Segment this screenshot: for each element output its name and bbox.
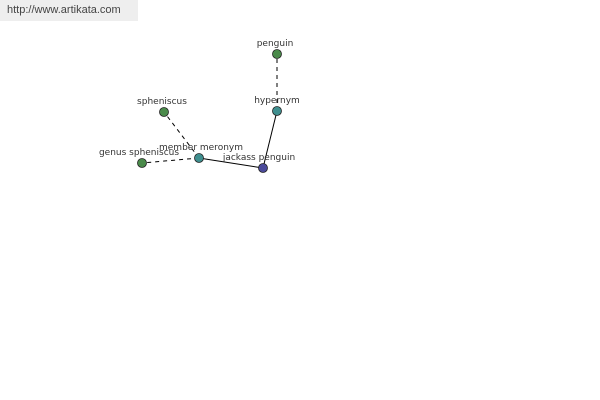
site-url-text: http://www.artikata.com [7,4,121,16]
node-jackass-penguin[interactable] [258,163,268,173]
node-hypernym[interactable] [272,106,282,116]
node-label-spheniscus: spheniscus [137,97,187,107]
node-penguin[interactable] [272,49,282,59]
node-label-genus-spheniscus: genus spheniscus [99,148,179,158]
edge-jackass-penguin-hypernym [262,110,278,169]
edge-jackass-penguin-member-meronym [198,157,264,169]
edge-member-meronym-spheniscus [163,111,200,159]
node-member-meronym[interactable] [194,153,204,163]
edge-member-meronym-genus-spheniscus [141,157,200,164]
node-genus-spheniscus[interactable] [137,158,147,168]
node-label-hypernym: hypernym [254,96,300,106]
node-label-jackass-penguin: jackass penguin [222,153,295,163]
node-label-penguin: penguin [257,39,294,49]
node-label-member-meronym: member meronym [159,143,243,153]
node-spheniscus[interactable] [159,107,169,117]
url-header-bar: http://www.artikata.com [0,0,138,21]
